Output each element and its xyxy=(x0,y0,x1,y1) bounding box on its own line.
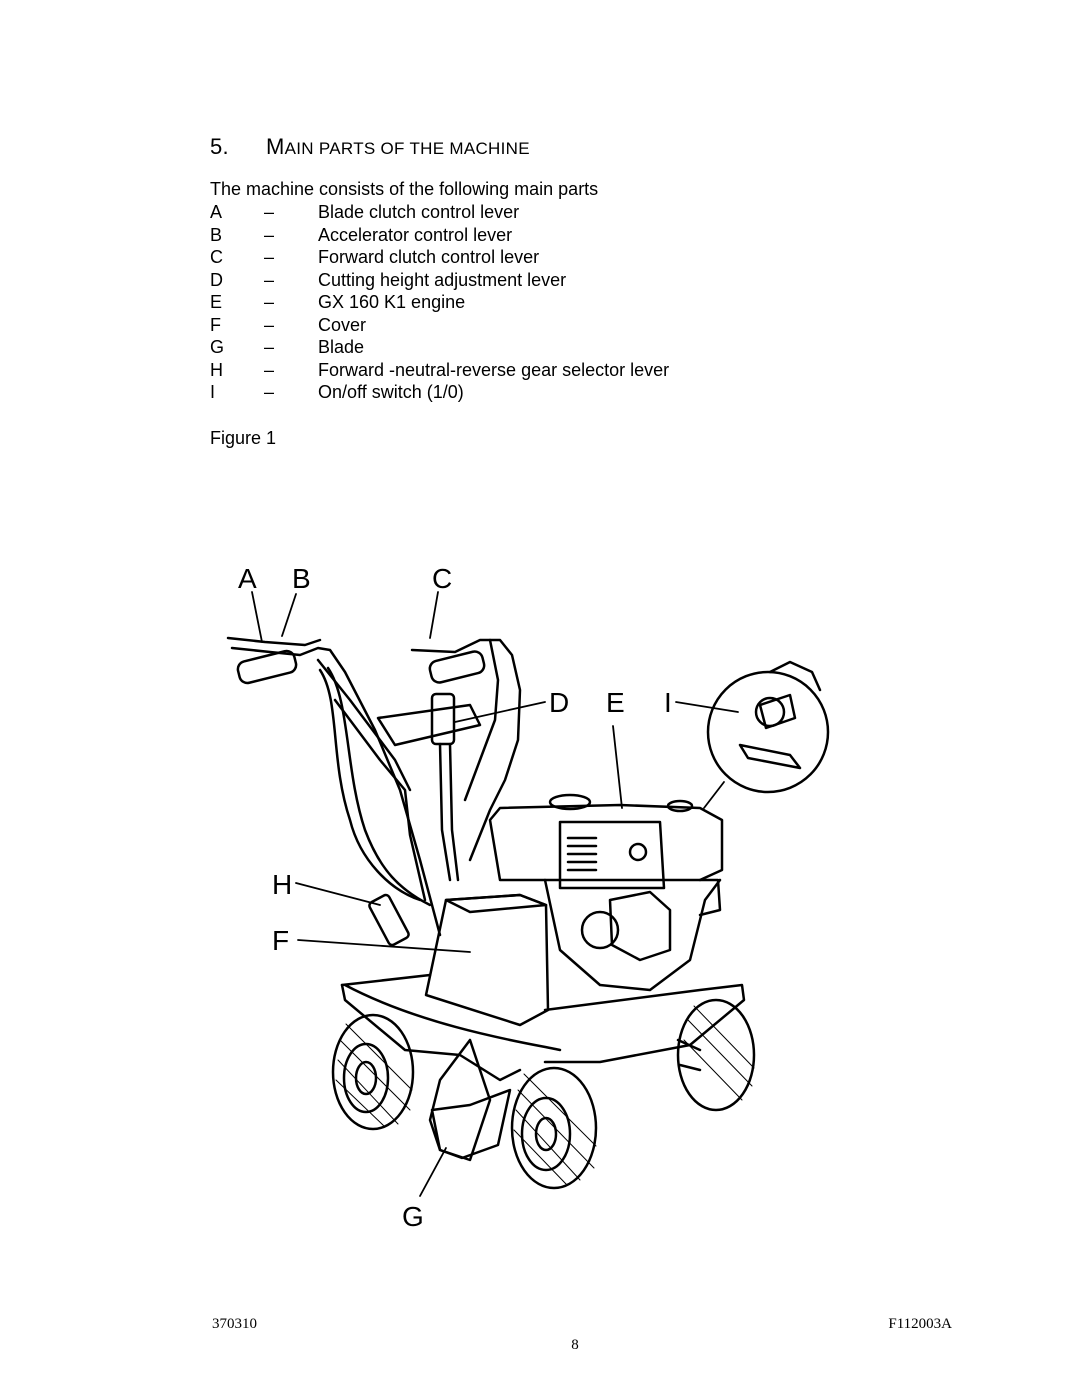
part-dash: – xyxy=(264,359,275,380)
page-number: 8 xyxy=(571,1337,579,1353)
list-item: H – Forward -neutral-reverse gear selector… xyxy=(210,359,669,382)
section-heading: 5. MAIN PARTS OF THE MACHINE xyxy=(210,134,530,160)
part-label: On/off switch (1/0) xyxy=(318,382,464,402)
part-label: Forward clutch control lever xyxy=(318,247,540,267)
callout-h: H xyxy=(272,869,292,900)
footer-doc-code: 370310 xyxy=(212,1316,257,1332)
part-dash: – xyxy=(264,292,275,312)
part-letter: D xyxy=(210,269,223,290)
list-item: A – Blade clutch control lever xyxy=(210,201,669,224)
part-label: Forward -neutral-reverse gear selector l… xyxy=(318,359,670,380)
callout-a: A xyxy=(238,563,257,594)
part-label: Blade xyxy=(318,337,365,357)
list-item: C – Forward clutch control lever xyxy=(210,246,669,269)
part-letter: C xyxy=(210,247,223,267)
footer-part-code: F112003A xyxy=(888,1316,952,1332)
part-letter: I xyxy=(210,382,216,402)
part-dash: – xyxy=(264,247,275,267)
list-item: E – GX 160 K1 engine xyxy=(210,291,669,314)
callout-g: G xyxy=(402,1201,424,1232)
section-number: 5. xyxy=(210,134,229,159)
callout-b: B xyxy=(292,563,311,594)
part-letter: E xyxy=(210,292,223,312)
list-item: I – On/off switch (1/0) xyxy=(210,381,669,404)
part-dash: – xyxy=(264,202,275,222)
part-label: Cutting height adjustment lever xyxy=(318,269,567,290)
callout-e: E xyxy=(606,687,625,718)
part-dash: – xyxy=(264,382,275,402)
part-letter: F xyxy=(210,314,221,335)
part-label: Cover xyxy=(318,314,367,335)
callout-c: C xyxy=(432,563,452,594)
part-letter: A xyxy=(210,202,223,222)
part-label: Blade clutch control lever xyxy=(318,202,520,222)
parts-list: A – Blade clutch control lever B – Accelerat… xyxy=(210,201,669,404)
part-label: Accelerator control lever xyxy=(318,224,513,245)
part-letter: G xyxy=(210,337,225,357)
list-item: D – Cutting height adjustment lever xyxy=(210,269,669,292)
list-item: G – Blade xyxy=(210,336,669,359)
part-dash: – xyxy=(264,269,275,290)
part-letter: B xyxy=(210,224,223,245)
part-dash: – xyxy=(264,337,275,357)
list-item: B – Accelerator control lever xyxy=(210,224,669,247)
intro-text: The machine consists of the following ma… xyxy=(210,179,599,199)
callout-f: F xyxy=(272,925,289,956)
callout-d: D xyxy=(549,687,569,718)
part-dash: – xyxy=(264,224,275,245)
list-item: F – Cover xyxy=(210,314,669,337)
part-letter: H xyxy=(210,359,223,380)
part-dash: – xyxy=(264,314,275,335)
section-title: AIN PARTS OF THE MACHINE xyxy=(284,139,530,158)
figure-label: Figure 1 xyxy=(210,428,277,448)
callout-i: I xyxy=(664,687,672,718)
part-label: GX 160 K1 engine xyxy=(318,292,466,312)
section-title-initial: M xyxy=(266,134,285,159)
